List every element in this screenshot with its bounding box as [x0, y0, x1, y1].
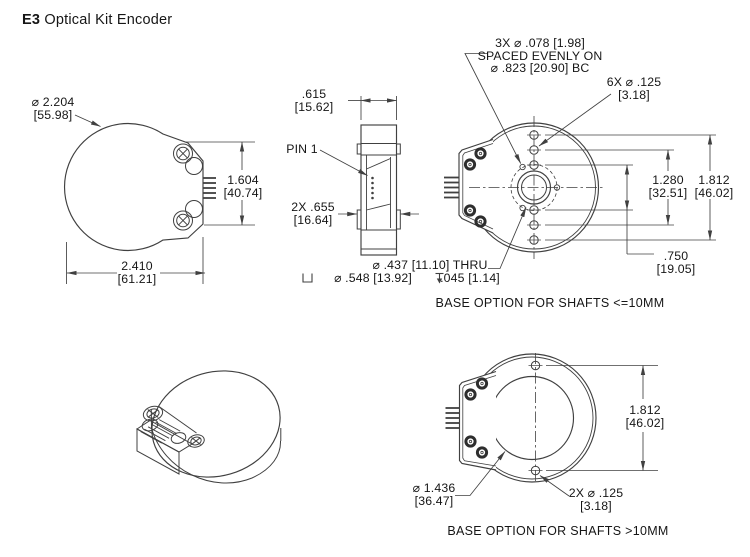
base-large-view: [445, 353, 658, 497]
base-large-dimensions: [455, 365, 658, 497]
iso-body-outline: [151, 370, 281, 478]
phillips-screw-icon: [173, 210, 193, 231]
side-ears-dim: 2X .655[16.64]: [291, 200, 335, 227]
front-dimensions: [66, 114, 255, 284]
dim-bore-1436: ⌀ 1.436[36.47]: [412, 481, 456, 508]
note-6x-holes: 6X ⌀ .125[3.18]: [606, 75, 662, 102]
connector-pins: [203, 177, 216, 199]
centerline: [469, 116, 604, 259]
phillips-screw-icon: [170, 432, 205, 448]
phillips-screw-icon: [173, 143, 193, 164]
screw-holes: [464, 377, 489, 459]
bore-leader: [455, 451, 506, 496]
side-body-outline: [360, 124, 398, 256]
connector-pins: [445, 407, 460, 429]
front-body-outline: [63, 122, 204, 252]
note-3x-holes: 3X ⌀ .078 [1.98] SPACED EVENLY ON ⌀ .823…: [477, 36, 603, 76]
dim-1812-top: 1.812[46.02]: [694, 173, 734, 200]
dim-1812-bottom: 1.812[46.02]: [625, 403, 665, 430]
dim-750: .750[19.05]: [656, 249, 696, 276]
bore-note-depth: .045 [1.14]: [440, 270, 500, 285]
front-width-dim: 2.410[61.21]: [117, 259, 157, 286]
mounting-ear: [396, 209, 401, 230]
pin1-label: PIN 1: [286, 142, 318, 156]
counterbore-icon: [302, 273, 313, 283]
screw-holes: [463, 147, 487, 228]
depth-icon: [435, 272, 444, 284]
pin-dots: [371, 176, 374, 200]
product-name: Optical Kit Encoder: [40, 12, 173, 28]
dim-1280: 1.280[32.51]: [648, 173, 688, 200]
base-small-caption: BASE OPTION FOR SHAFTS <=10MM: [435, 296, 665, 310]
connector-slots: [140, 419, 181, 444]
pin1-leader: [319, 149, 368, 176]
model-name: E3: [22, 12, 41, 28]
front-view: [63, 114, 255, 284]
holes-2x-leader: [539, 475, 570, 497]
base-small-view: [444, 53, 716, 259]
bore-note-counterbore: ⌀ .548 [13.92]: [334, 270, 412, 285]
base-small-dimensions: [464, 53, 716, 255]
post-hole: [185, 157, 203, 175]
counterbore-leader: [488, 207, 527, 269]
dim-holes-2x: 2X ⌀ .125[3.18]: [568, 486, 624, 513]
front-height-dim: 1.604[40.74]: [223, 173, 263, 200]
post-hole: [185, 200, 203, 218]
large-shaft-bore: [489, 375, 575, 461]
side-top-width-dim: .615[15.62]: [294, 87, 334, 114]
connector-plate-outline: [458, 138, 494, 234]
phillips-screw-icon: [141, 405, 164, 432]
note-3x-leader: [464, 53, 522, 164]
isometric-view: [136, 370, 282, 484]
mounting-ear: [356, 209, 362, 230]
page-title: E3 Optical Kit Encoder: [22, 12, 172, 28]
side-dimensions: [319, 96, 527, 269]
bore-note-line1: ⌀ .437 [11.10] THRU: [372, 257, 488, 272]
note-6x-leader: [538, 93, 612, 147]
side-view: [302, 96, 527, 284]
base-large-caption: BASE OPTION FOR SHAFTS >10MM: [447, 524, 669, 538]
connector-pins: [444, 176, 460, 199]
front-diameter-dim: ⌀ 2.204[55.98]: [31, 95, 75, 122]
